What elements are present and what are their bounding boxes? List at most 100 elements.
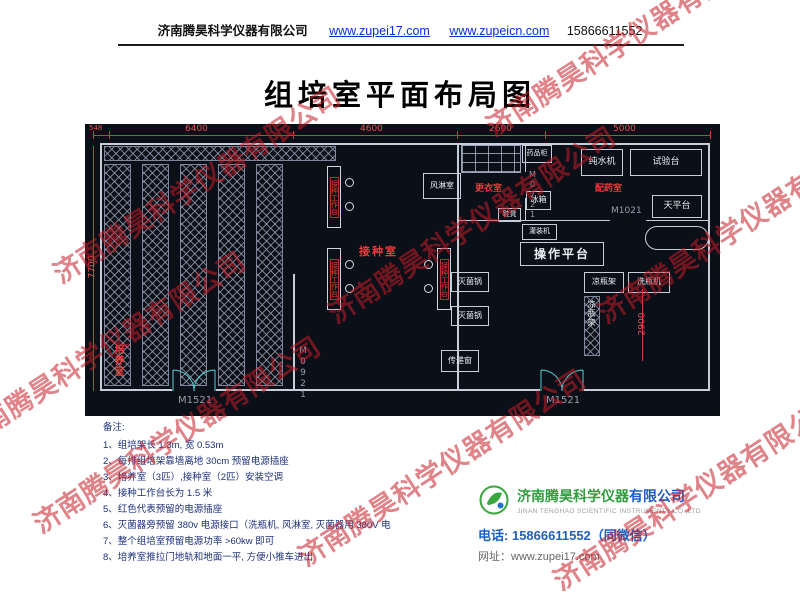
locker-grid bbox=[461, 145, 521, 173]
bottle-rack-vertical-label: 凉瓶架 bbox=[587, 300, 596, 327]
note-item: 7、整个组培室预留电源功率 >60kw 即可 bbox=[103, 536, 275, 547]
transfer-window-label: 传递窗 bbox=[448, 355, 472, 365]
fridge: 冰箱 bbox=[526, 191, 551, 210]
footer-branding: 济南腾昊科学仪器有限公司 JINAN TENGHAO SCIENTIFIC IN… bbox=[478, 484, 728, 564]
filling-machine: 灌装机 bbox=[522, 224, 557, 240]
stool-circle bbox=[424, 260, 433, 269]
bottle-washer: 洗瓶机 bbox=[628, 272, 670, 293]
culture-room-label: 培养室 bbox=[112, 344, 123, 377]
notes-heading: 备注: bbox=[103, 422, 125, 433]
door-label-m1521: M1521 bbox=[178, 395, 213, 406]
bench-label: 接种工作台 bbox=[329, 176, 339, 218]
medicine-cabinet: 药品柜 bbox=[522, 145, 552, 163]
dimension-2900: 2900 bbox=[637, 312, 648, 336]
note-item: 6、灭菌器旁预留 380v 电源接口（洗瓶机, 风淋室, 灭菌器用 380V 电 bbox=[103, 520, 391, 531]
air-shower-room: 风淋室 bbox=[423, 173, 461, 199]
door-label-m0721: M0721 bbox=[528, 170, 537, 220]
inoculation-room-label: 接种室 bbox=[359, 245, 398, 258]
operation-platform-label: 操作平台 bbox=[533, 246, 590, 261]
dim-tick bbox=[293, 131, 294, 139]
medicine-cabinet-label: 药品柜 bbox=[526, 149, 548, 158]
door-gap-m0721 bbox=[523, 172, 527, 198]
fridge-label: 冰箱 bbox=[530, 195, 547, 205]
balance-table: 天平台 bbox=[652, 195, 702, 218]
bench-label: 接种工作台 bbox=[329, 258, 339, 300]
balance-table-label: 天平台 bbox=[663, 200, 691, 211]
dimension-line-left bbox=[93, 146, 94, 391]
note-item: 1、组培架长 1.3m, 宽 0.53m bbox=[103, 440, 224, 451]
floor-plan-canvas: 548 6400 4600 2600 5000 7700 培养室 M0921 接… bbox=[85, 124, 720, 416]
partition-wall bbox=[293, 274, 295, 391]
footer-company-cn-suffix: 有限公司 bbox=[629, 487, 685, 504]
dim-tick bbox=[93, 131, 94, 139]
sterilizer: 灭菌锅 bbox=[451, 272, 489, 292]
bottle-rack-strip bbox=[584, 296, 600, 356]
sterilizer-label: 灭菌锅 bbox=[458, 310, 482, 320]
shoe-bench: 鞋凳 bbox=[498, 208, 521, 222]
header-divider bbox=[118, 44, 684, 46]
footer-site-value[interactable]: www.zupei17.com bbox=[511, 551, 600, 563]
dimension-4600: 4600 bbox=[360, 124, 383, 134]
footer-site-label: 网址： bbox=[478, 551, 511, 563]
air-shower-label: 风淋室 bbox=[430, 180, 454, 190]
dimension-5000: 5000 bbox=[613, 124, 636, 134]
bottle-rack-label: 凉瓶架 bbox=[592, 277, 616, 287]
dimension-7700: 7700 bbox=[87, 255, 98, 279]
footer-site-line: 网址：www.zupei17.com bbox=[478, 548, 728, 564]
operation-platform: 操作平台 bbox=[520, 242, 604, 266]
double-door-left bbox=[172, 369, 216, 391]
pure-water-machine: 纯水机 bbox=[581, 149, 623, 176]
sterilizer-label: 灭菌锅 bbox=[458, 276, 482, 286]
stool-circle bbox=[345, 202, 354, 211]
notes-section: 备注: 1、组培架长 1.3m, 宽 0.53m 2、每排组培架靠墙离地 30c… bbox=[103, 420, 463, 566]
inoculation-bench: 接种工作台 bbox=[327, 166, 341, 228]
note-item: 2、每排组培架靠墙离地 30cm 预留电源插座 bbox=[103, 456, 289, 467]
footer-company-cn: 济南腾昊科学仪器 bbox=[517, 487, 629, 504]
footer-phone-line: 电话: 15866611552（同微信） bbox=[478, 525, 728, 544]
transfer-window: 传递窗 bbox=[441, 350, 479, 372]
internal-wall bbox=[457, 220, 710, 221]
stool-circle bbox=[345, 178, 354, 187]
culture-rack bbox=[218, 164, 245, 386]
room-outline bbox=[100, 143, 710, 391]
header-link-zupei17[interactable]: www.zupei17.com bbox=[329, 24, 430, 38]
inoculation-bench: 接种工作台 bbox=[327, 248, 341, 310]
stool-circle bbox=[345, 260, 354, 269]
test-bench: 试验台 bbox=[630, 149, 702, 176]
filling-machine-label: 灌装机 bbox=[529, 227, 550, 236]
dim-tick bbox=[457, 131, 458, 139]
dim-tick bbox=[545, 131, 546, 139]
changing-room-label: 更衣室 bbox=[475, 184, 503, 194]
double-door-right bbox=[540, 369, 584, 391]
bottle-washer-label: 洗瓶机 bbox=[637, 277, 661, 287]
culture-rack bbox=[142, 164, 169, 386]
culture-rack bbox=[104, 164, 131, 386]
note-item: 8、培养室推拉门地轨和地面一平, 方便小推车进出 bbox=[103, 552, 314, 563]
bench-label: 接种工作台 bbox=[439, 258, 449, 300]
sink bbox=[645, 226, 709, 250]
dimension-line-right bbox=[642, 289, 643, 361]
company-logo-icon bbox=[479, 485, 509, 515]
stool-circle bbox=[345, 284, 354, 293]
dimension-line-top bbox=[93, 135, 711, 136]
pure-water-label: 纯水机 bbox=[588, 156, 616, 167]
header-link-zupeicn[interactable]: www.zupeicn.com bbox=[449, 24, 550, 38]
bottle-rack: 凉瓶架 bbox=[584, 272, 624, 293]
page-title: 组培室平面布局图 bbox=[263, 80, 536, 112]
header-company-name: 济南腾昊科学仪器有限公司 bbox=[157, 24, 308, 38]
dim-tick bbox=[109, 131, 110, 139]
culture-rack bbox=[256, 164, 283, 386]
header-phone: 15866611552 bbox=[566, 24, 643, 38]
note-item: 3、培养室（3匹）,接种室（2匹）安装空调 bbox=[103, 472, 283, 483]
door-label-m1521: M1521 bbox=[546, 395, 581, 406]
door-label-m0921: M0921 bbox=[298, 346, 308, 401]
footer-company-en: JINAN TENGHAO SCIENTIFIC INSTRUMENTS CO.… bbox=[517, 507, 701, 515]
note-item: 5、红色代表预留的电源插座 bbox=[103, 504, 223, 515]
door-gap-m1021 bbox=[610, 218, 646, 222]
dimension-2600: 2600 bbox=[489, 124, 512, 134]
culture-rack bbox=[180, 164, 207, 386]
dimension-6400: 6400 bbox=[185, 124, 208, 134]
footer-phone-value: 15866611552（同微信） bbox=[511, 528, 656, 543]
dimension-548: 548 bbox=[89, 124, 103, 132]
